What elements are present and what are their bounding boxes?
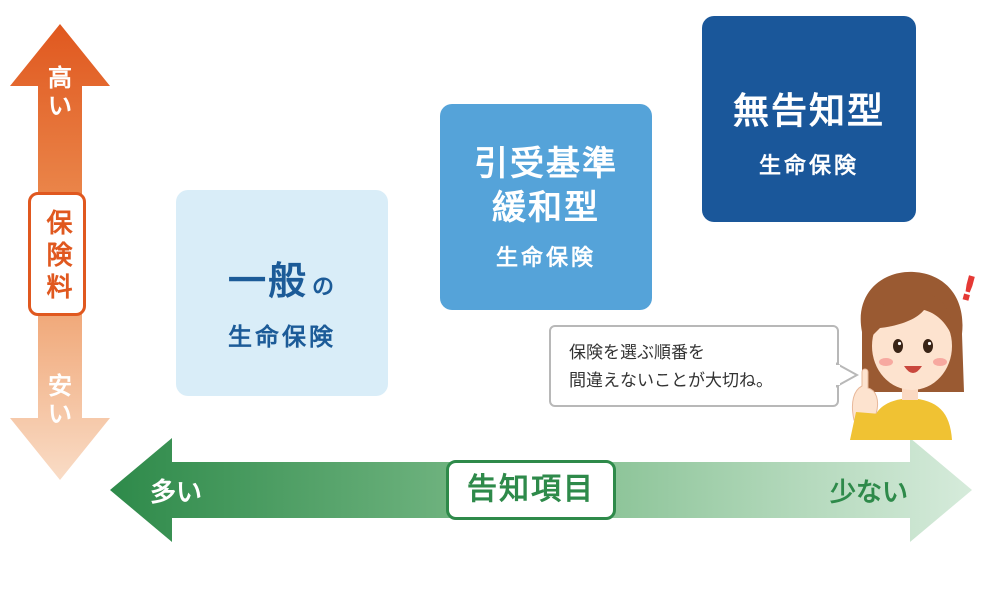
premium-axis-label: 保険料	[28, 192, 86, 316]
no-disclosure-box: 無告知型 生命保険	[702, 16, 916, 222]
disclosure-axis-label: 告知項目	[446, 460, 616, 520]
no-disclosure-subtitle: 生命保険	[758, 154, 859, 179]
general-life-insurance-box: 一般の 生命保険	[176, 190, 388, 396]
general-title-text: 一般	[227, 259, 308, 303]
no-disclosure-title: 無告知型	[732, 91, 885, 132]
speech-line-1: 保険を選ぶ順番を	[569, 343, 705, 363]
speech-bubble-tail	[835, 362, 859, 388]
general-title-particle: の	[312, 275, 337, 300]
exclamation-mark: !	[956, 268, 980, 311]
relaxed-subtitle: 生命保険	[495, 246, 596, 271]
relaxed-underwriting-box: 引受基準 緩和型 生命保険	[440, 104, 652, 310]
general-subtitle: 生命保険	[228, 323, 336, 351]
premium-low-label: 安い	[48, 372, 72, 428]
premium-high-label: 高い	[48, 64, 72, 120]
woman-illustration: !	[850, 268, 980, 440]
speech-bubble: 保険を選ぶ順番を 間違えないことが大切ね。	[549, 325, 839, 407]
relaxed-title-line1: 引受基準	[474, 144, 618, 184]
speech-line-2: 間違えないことが大切ね。	[569, 371, 773, 391]
disclosure-many-label: 多い	[150, 478, 203, 508]
disclosure-few-label: 少ない	[830, 478, 909, 508]
general-title: 一般の	[176, 250, 388, 305]
relaxed-title-line2: 緩和型	[492, 188, 600, 228]
